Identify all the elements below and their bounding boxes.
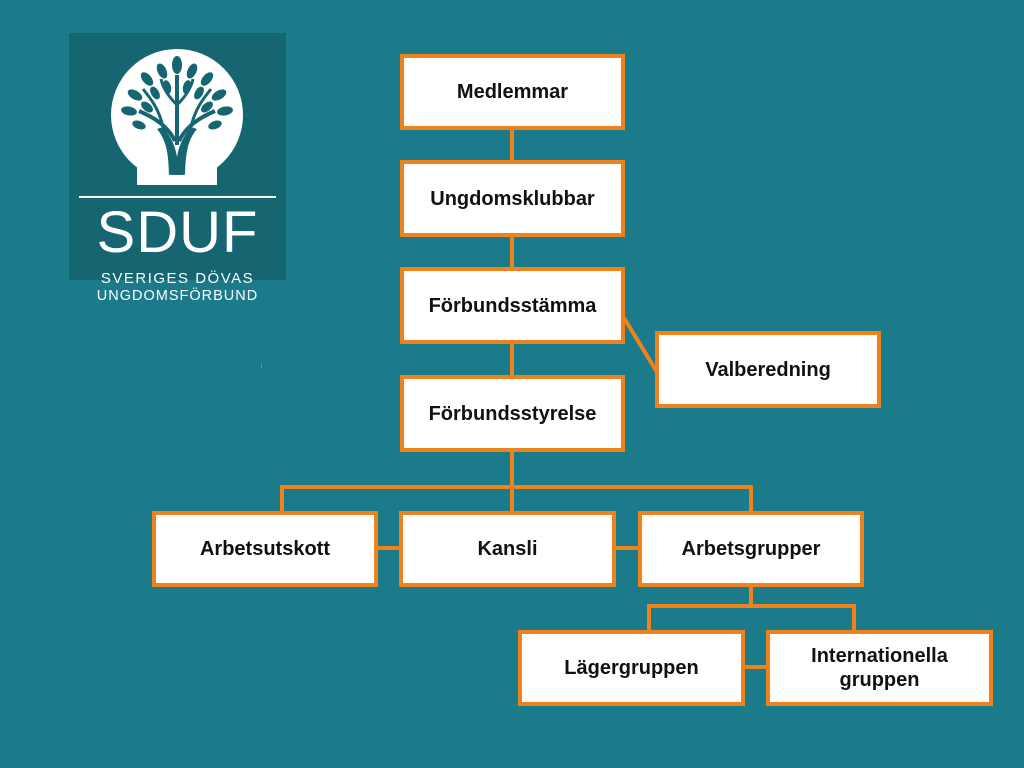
box-internationella-label-line2: gruppen — [839, 669, 920, 691]
tree-icon — [111, 49, 243, 185]
box-arbetsgrupper-label: Arbetsgrupper — [681, 538, 821, 560]
box-forbundsstyrelse-label: Förbundsstyrelse — [428, 402, 597, 425]
box-internationella-gruppen: Internationella gruppen — [766, 630, 993, 706]
box-internationella-label-line1: Internationella — [811, 645, 948, 667]
logo-line-1: SVERIGES DÖVAS — [100, 270, 255, 287]
box-kansli-label: Kansli — [477, 538, 538, 560]
box-ungdomsklubbar-label: Ungdomsklubbar — [430, 187, 595, 210]
box-medlemmar: Medlemmar — [400, 54, 625, 130]
stray-mark — [261, 363, 262, 369]
box-valberedning-label: Valberedning — [705, 358, 831, 381]
connector-forbundsstamma-valberedning — [622, 316, 659, 374]
box-forbundsstamma: Förbundsstämma — [400, 267, 625, 344]
logo-abbreviation: SDUF — [96, 200, 259, 265]
box-ungdomsklubbar: Ungdomsklubbar — [400, 160, 625, 237]
sduf-logo: SDUF SVERIGES DÖVAS UNGDOMSFÖRBUND — [69, 33, 286, 304]
box-arbetsutskott: Arbetsutskott — [152, 511, 378, 587]
logo-line-2: UNGDOMSFÖRBUND — [96, 288, 259, 304]
box-medlemmar-label: Medlemmar — [456, 81, 569, 103]
box-lagergruppen: Lägergruppen — [518, 630, 745, 706]
box-lagergruppen-label: Lägergruppen — [564, 657, 699, 679]
box-kansli: Kansli — [399, 511, 616, 587]
box-forbundsstamma-label: Förbundsstämma — [428, 294, 597, 317]
box-arbetsutskott-label: Arbetsutskott — [199, 538, 330, 560]
box-forbundsstyrelse: Förbundsstyrelse — [400, 375, 625, 452]
box-valberedning: Valberedning — [655, 331, 881, 408]
box-arbetsgrupper: Arbetsgrupper — [638, 511, 864, 587]
logo-divider — [79, 196, 276, 198]
